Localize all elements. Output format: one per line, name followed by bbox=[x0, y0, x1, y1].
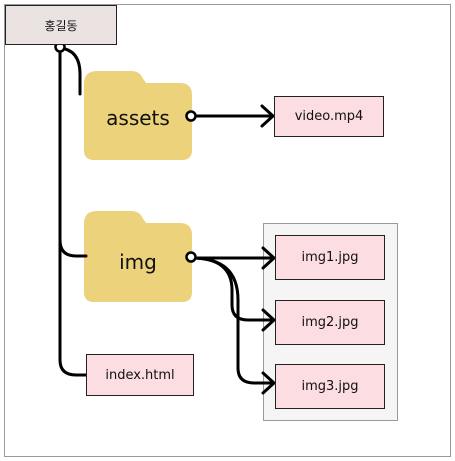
assets-folder-label: assets bbox=[106, 106, 170, 130]
video-file-node: video.mp4 bbox=[274, 96, 384, 137]
img1-file-node: img1.jpg bbox=[275, 235, 385, 280]
root-node: 홍길동 bbox=[5, 5, 117, 45]
img-to-children-connectors bbox=[190, 246, 276, 395]
assets-connector-dot bbox=[185, 110, 197, 122]
root-to-img-line bbox=[58, 46, 88, 258]
root-connectors bbox=[58, 46, 88, 377]
img2-file-node: img2.jpg bbox=[275, 300, 385, 345]
assets-folder-icon bbox=[84, 71, 192, 160]
img-folder-label: img bbox=[119, 250, 157, 274]
img-to-img3-line bbox=[190, 256, 275, 385]
root-to-index-line bbox=[58, 238, 88, 377]
img-folder-icon bbox=[84, 211, 192, 302]
index-file-node: index.html bbox=[86, 354, 194, 396]
root-to-assets-line bbox=[58, 46, 82, 96]
img-to-img2-line bbox=[190, 256, 275, 322]
img-connector-dot bbox=[185, 251, 197, 263]
assets-to-video-connector bbox=[190, 104, 275, 128]
img3-file-node: img3.jpg bbox=[275, 364, 385, 409]
